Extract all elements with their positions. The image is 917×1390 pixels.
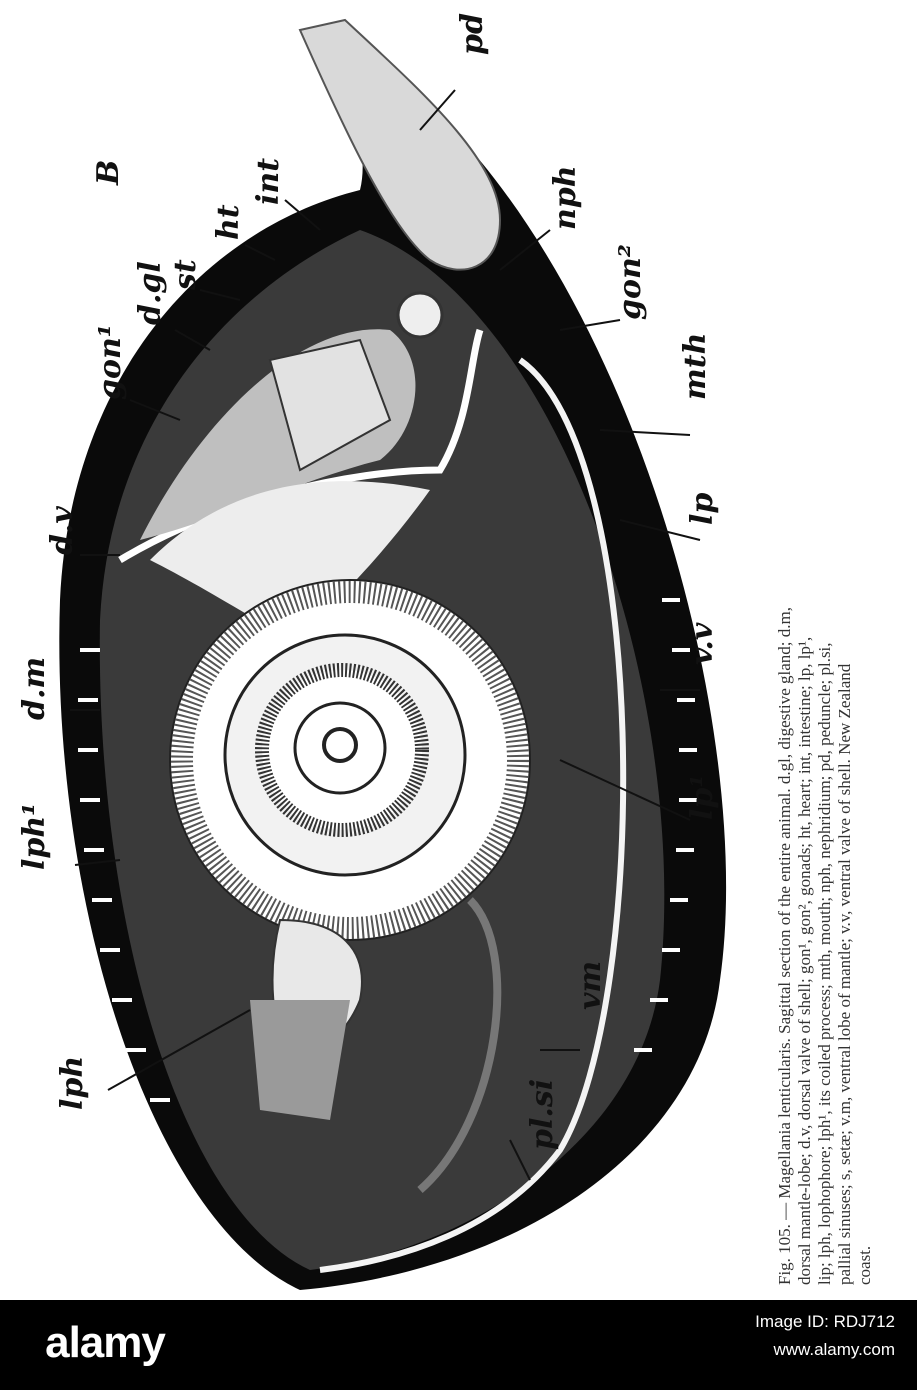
label-nph: nph — [548, 165, 583, 230]
label-dgl: d.gl — [133, 261, 168, 325]
label-vv: v.v — [685, 622, 720, 665]
label-lp1: lp¹ — [685, 774, 720, 820]
label-st: st — [168, 259, 203, 291]
label-plsi: pl.si — [525, 1079, 560, 1150]
lophophore-coil-core — [322, 727, 358, 763]
stomach — [268, 338, 392, 472]
label-ht: ht — [211, 204, 246, 240]
figure-caption: Fig. 105. — Magellania lenticularis. Sag… — [770, 0, 917, 1300]
label-gon2: gon² — [613, 244, 648, 320]
label-mth: mth — [678, 333, 713, 400]
label-lp: lp — [685, 493, 720, 525]
shell-setae-ticks — [78, 598, 697, 1102]
label-lph: lph — [55, 1056, 90, 1110]
caption-line-3: lip; lph, lophophore; lph¹, its coiled p… — [815, 642, 834, 1285]
heart — [396, 291, 444, 339]
caption-line-5: coast. — [855, 1246, 874, 1285]
alamy-logo: alamy — [0, 1308, 210, 1378]
lophophore-coil-fringe — [171, 581, 529, 939]
image-id-text: Image ID: RDJ712 — [755, 1312, 895, 1331]
caption-line-1: Fig. 105. — Magellania lenticularis. Sag… — [775, 607, 794, 1285]
label-vm: vm — [573, 961, 608, 1010]
caption-line-2: dorsal mantle-lobe; d.v, dorsal valve of… — [795, 637, 814, 1285]
site-url-text: www.alamy.com — [773, 1340, 895, 1359]
label-dm: d.m — [17, 657, 52, 720]
pallial-sinus — [417, 897, 502, 1194]
panel-letter: B — [91, 160, 126, 186]
label-gon1: gon¹ — [93, 324, 128, 400]
label-int: int — [251, 158, 286, 205]
leader-lines — [70, 89, 701, 1181]
label-pd: pd — [455, 13, 490, 55]
caption-line-4: pallial sinuses; s, setæ; v.m, ventral l… — [835, 663, 854, 1285]
peduncle — [298, 18, 502, 271]
setae — [250, 1000, 350, 1120]
label-lph1: lph¹ — [17, 803, 52, 870]
label-dv: d.v — [45, 506, 80, 555]
brachiopod-section-drawing: B pd nph gon² mth lp v.v l — [17, 13, 727, 1290]
lophophore-cap — [150, 481, 430, 640]
ventral-line — [319, 357, 627, 1273]
figure-plate: B pd nph gon² mth lp v.v l — [17, 0, 917, 1300]
